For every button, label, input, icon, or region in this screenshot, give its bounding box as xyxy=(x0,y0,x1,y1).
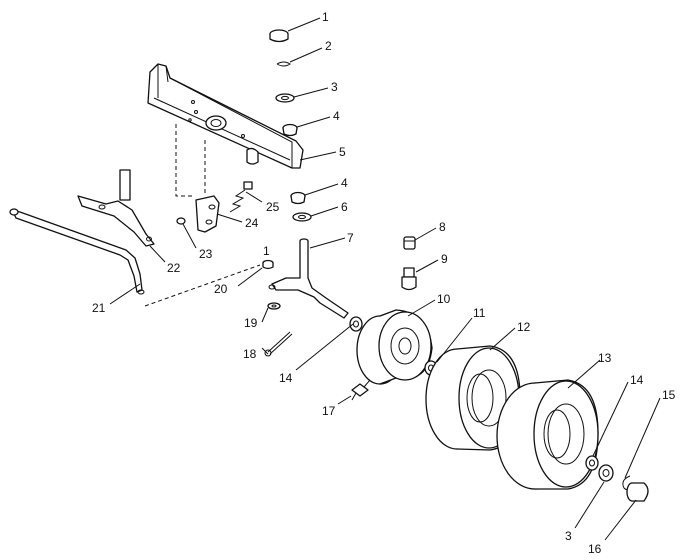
leader-lines xyxy=(109,17,661,541)
part-steering-arm xyxy=(77,169,155,247)
callout-10: 10 xyxy=(437,292,451,306)
callout-17: 17 xyxy=(322,404,336,418)
callout-3: 3 xyxy=(331,80,338,94)
part-washer-small xyxy=(267,302,281,310)
part-washer-outer xyxy=(598,464,614,482)
part-valve-stem xyxy=(351,379,371,401)
callout-22: 22 xyxy=(167,261,181,275)
part-clip xyxy=(276,61,291,67)
part-tire-outer xyxy=(496,379,599,490)
part-washer-hub xyxy=(349,316,363,332)
part-bolt-spring xyxy=(229,181,253,213)
callout-3-outer: 3 xyxy=(565,529,572,543)
callout-13: 13 xyxy=(598,351,612,365)
callout-5: 5 xyxy=(339,145,346,159)
part-drag-link xyxy=(9,208,145,295)
callout-16: 16 xyxy=(588,542,602,556)
part-spindle xyxy=(268,238,349,319)
callout-18: 18 xyxy=(243,347,257,361)
part-bushing-lower xyxy=(290,191,306,205)
part-nut xyxy=(176,217,186,225)
callout-15: 15 xyxy=(662,388,676,402)
part-washer-lower xyxy=(292,212,312,222)
callout-14-hub: 14 xyxy=(279,371,293,385)
part-grease-fitting xyxy=(401,267,417,291)
callout-12: 12 xyxy=(517,320,531,334)
callout-24: 24 xyxy=(245,216,259,230)
part-cotter-pin xyxy=(264,331,293,357)
callout-8: 8 xyxy=(439,220,446,234)
part-cap xyxy=(269,29,289,43)
callout-11: 11 xyxy=(473,306,486,320)
callout-23: 23 xyxy=(199,247,213,261)
callout-2: 2 xyxy=(325,39,332,53)
part-hub-cap xyxy=(626,482,649,502)
callout-1: 1 xyxy=(322,10,329,24)
callout-6: 6 xyxy=(341,200,348,214)
callout-4-lower: 4 xyxy=(341,176,348,190)
part-tire-inner xyxy=(425,345,521,451)
callout-25: 25 xyxy=(266,200,280,214)
hidden-line-axle-bracket xyxy=(175,124,193,197)
callout-19: 19 xyxy=(244,316,258,330)
callout-1-small: 1 xyxy=(263,244,270,258)
part-steering-bracket xyxy=(195,195,220,233)
callout-21: 21 xyxy=(92,301,106,315)
part-front-axle xyxy=(147,63,304,169)
part-bushing-upper xyxy=(282,123,298,137)
part-grease-cap xyxy=(403,236,416,250)
part-cap-small xyxy=(262,259,274,270)
part-washer-upper xyxy=(275,93,295,103)
callout-7: 7 xyxy=(347,231,354,245)
callout-9: 9 xyxy=(441,252,448,266)
callout-20: 20 xyxy=(214,282,228,296)
callout-4: 4 xyxy=(333,109,340,123)
callout-14: 14 xyxy=(630,373,644,387)
part-washer-right xyxy=(585,455,599,471)
hidden-line-drag-link xyxy=(144,264,261,307)
part-wheel-rim xyxy=(356,309,433,385)
